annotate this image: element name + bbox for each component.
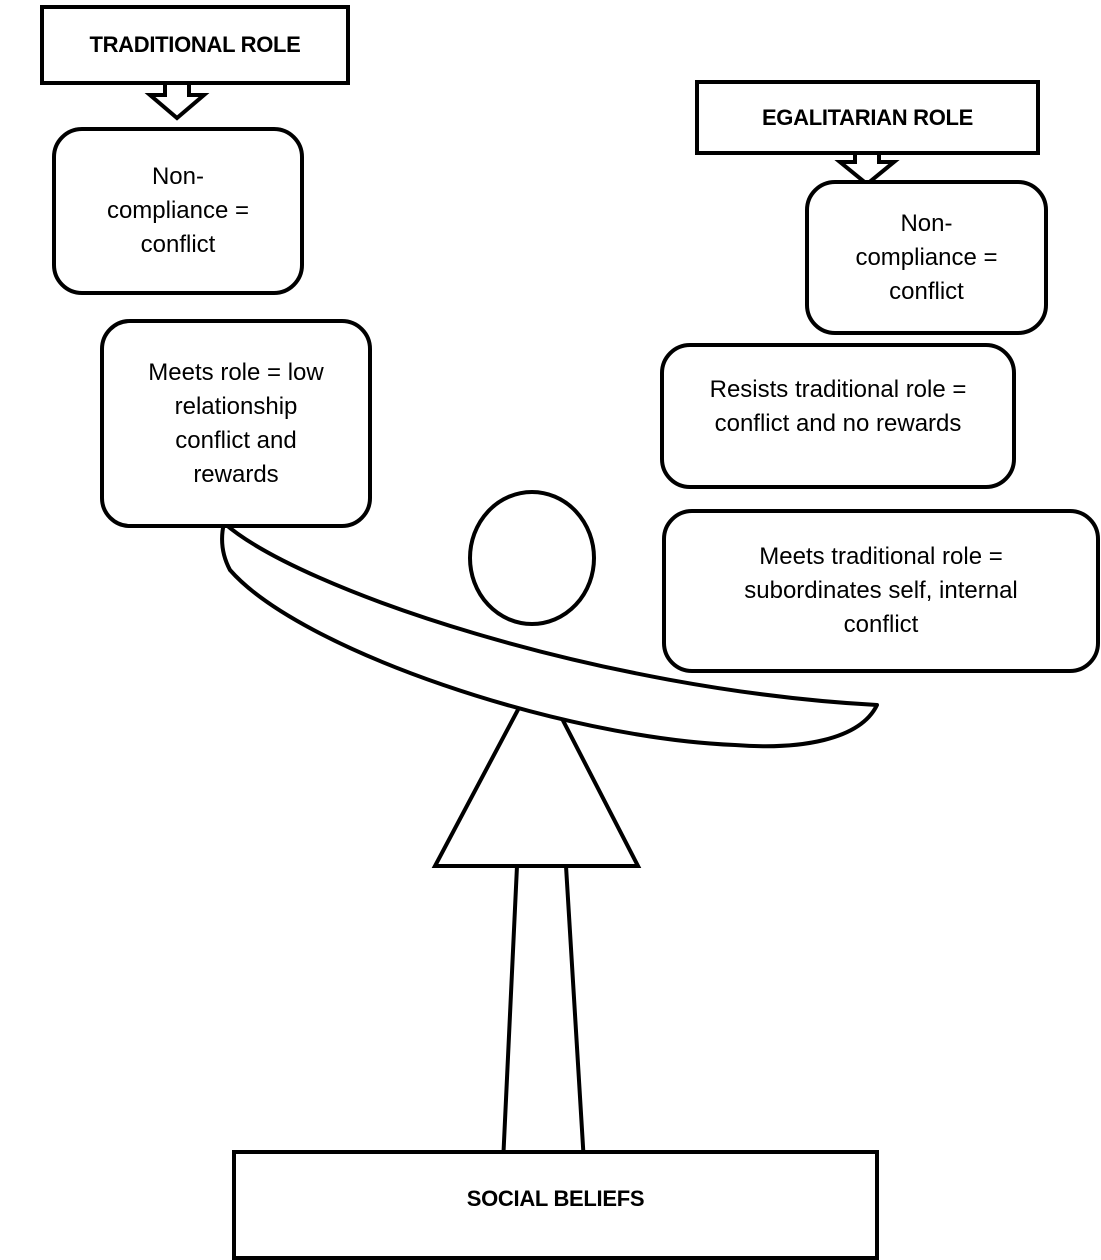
box-text-line: compliance =: [855, 243, 998, 271]
social-beliefs-label: SOCIAL BELIEFS: [466, 1186, 645, 1211]
egalitarian-role-label: EGALITARIAN ROLE: [761, 104, 974, 130]
traditional-role-label: TRADITIONAL ROLE: [89, 32, 301, 57]
box-text-line: Non-: [151, 163, 204, 190]
egalitarian-meets-traditional-box: Meets traditional role = subordinates se…: [662, 509, 1100, 673]
figure-body: [431, 667, 642, 868]
traditional-meets-role-box: Meets role = low relationship conflict a…: [100, 319, 372, 528]
box-text-line: Meets traditional role =: [759, 543, 1003, 570]
figure-stand: [500, 864, 587, 1165]
box-text-line: conflict: [843, 611, 919, 638]
box-text-line: conflict: [140, 231, 216, 258]
box-text-line: relationship: [174, 392, 298, 420]
balance-arm: [220, 521, 879, 749]
egalitarian-noncompliance-box: Non- compliance = conflict: [805, 180, 1048, 335]
box-text-line: rewards: [193, 460, 279, 488]
box-text-line: compliance =: [106, 197, 250, 224]
box-text-line: subordinates self, internal: [744, 577, 1018, 604]
figure-head: [468, 490, 596, 626]
box-text-line: conflict and: [175, 426, 297, 454]
box-text-line: conflict: [889, 277, 964, 305]
box-text-line: Meets role = low: [148, 358, 324, 386]
egalitarian-role-header: EGALITARIAN ROLE: [695, 80, 1040, 155]
traditional-role-header: TRADITIONAL ROLE: [40, 5, 350, 85]
egalitarian-resists-box: Resists traditional role = conflict and …: [660, 343, 1016, 489]
box-text-line: Resists traditional role =: [709, 376, 967, 403]
traditional-arrow: [144, 85, 210, 121]
traditional-noncompliance-box: Non- compliance = conflict: [52, 127, 304, 295]
box-text-line: Non-: [900, 209, 953, 237]
social-beliefs-base: SOCIAL BELIEFS: [232, 1150, 879, 1260]
box-text-line: conflict and no rewards: [714, 410, 962, 437]
